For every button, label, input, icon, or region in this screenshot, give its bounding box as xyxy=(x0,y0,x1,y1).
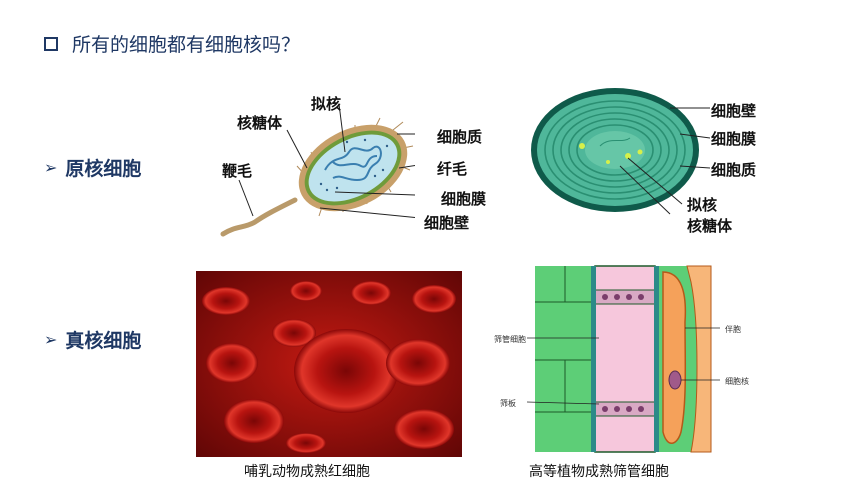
caption-rbc: 哺乳动物成熟红细胞 xyxy=(244,464,370,480)
sieve-label-companion: 伴胞 xyxy=(725,325,741,334)
bacterium-label-pili: 纤毛 xyxy=(437,160,468,178)
bacterium-label-flagellum: 鞭毛 xyxy=(222,162,253,180)
bacterium-diagram xyxy=(220,103,415,237)
cyano-label-membrane: 细胞膜 xyxy=(711,130,757,148)
section-prokaryote-label: 原核细胞 xyxy=(65,158,142,180)
bacterium-label-cytoplasm: 细胞质 xyxy=(437,128,483,146)
bacterium-label-wall: 细胞壁 xyxy=(424,214,470,232)
section-prokaryote: ➢ 原核细胞 xyxy=(44,154,141,181)
cyano-label-nucleoid: 拟核 xyxy=(687,196,718,214)
sieve-label-sieve-plate: 筛板 xyxy=(500,399,516,408)
cyano-label-cytoplasm: 细胞质 xyxy=(711,161,757,179)
sieve-tube-diagram xyxy=(526,265,720,453)
page-title: 所有的细胞都有细胞核吗？ xyxy=(72,34,301,56)
caption-sieve: 高等植物成熟筛管细胞 xyxy=(529,464,669,480)
cyano-label-ribosome: 核糖体 xyxy=(687,217,733,235)
section-eukaryote: ➢ 真核细胞 xyxy=(44,326,141,353)
arrow-icon: ➢ xyxy=(44,158,58,177)
bacterium-label-membrane: 细胞膜 xyxy=(441,190,487,208)
red-blood-cells-image xyxy=(196,271,462,457)
page-title-row: 所有的细胞都有细胞核吗？ xyxy=(44,30,300,57)
sieve-label-nucleus: 细胞核 xyxy=(725,377,749,386)
arrow-icon: ➢ xyxy=(44,330,58,349)
section-eukaryote-label: 真核细胞 xyxy=(65,330,142,352)
cyano-label-wall: 细胞壁 xyxy=(711,102,757,120)
bacterium-label-nucleoid: 拟核 xyxy=(311,95,342,113)
bacterium-label-ribosome: 核糖体 xyxy=(237,114,283,132)
cyanobacterium-diagram xyxy=(531,88,710,215)
sieve-label-sieve-tube: 筛管细胞 xyxy=(494,335,526,344)
checkbox-icon xyxy=(44,36,58,51)
